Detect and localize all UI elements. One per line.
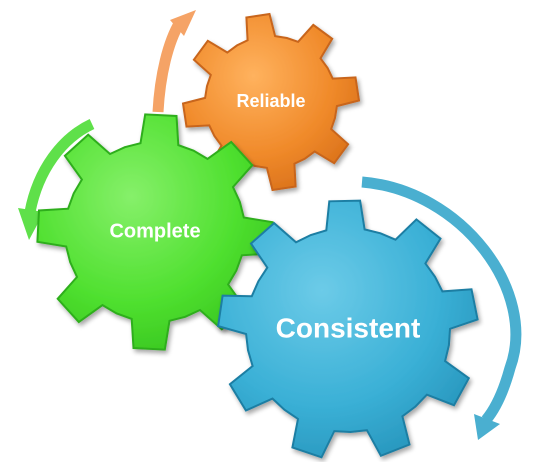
- complete-label: Complete: [109, 220, 200, 242]
- green-arrowhead: [18, 208, 44, 240]
- orange-arrow: [152, 19, 185, 113]
- blue-arrow: [361, 176, 522, 424]
- complete-gear: Complete: [36, 113, 274, 351]
- blue-arrowhead: [474, 414, 500, 440]
- reliable-label: Reliable: [236, 91, 305, 111]
- consistent-label: Consistent: [276, 312, 421, 343]
- orange-arrowhead: [170, 10, 196, 36]
- consistent-gear-shape: [216, 199, 479, 459]
- green-arrow: [24, 119, 95, 214]
- consistent-gear: Consistent: [216, 199, 479, 459]
